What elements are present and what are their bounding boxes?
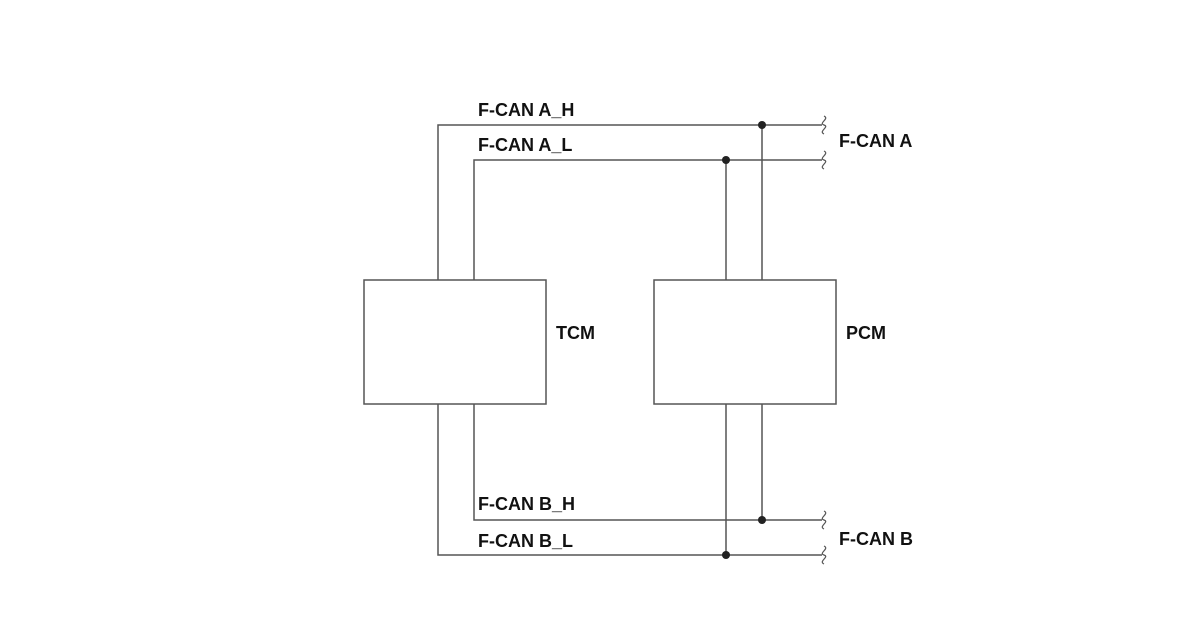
junction-dot-b-l	[722, 551, 730, 559]
label-f-can-a-l: F-CAN A_L	[478, 135, 572, 155]
label-f-can-b-l: F-CAN B_L	[478, 531, 573, 551]
label-pcm: PCM	[846, 323, 886, 343]
label-f-can-b-h: F-CAN B_H	[478, 494, 575, 514]
tcm-module-box	[363, 279, 547, 405]
wire-f-can-b-h	[473, 404, 822, 521]
label-f-can-b-bus: F-CAN B	[839, 529, 913, 549]
junction-dot-a-h	[758, 121, 766, 129]
label-f-can-a-h: F-CAN A_H	[478, 100, 574, 120]
junction-dot-b-h	[758, 516, 766, 524]
junction-dot-a-l	[722, 156, 730, 164]
wire-f-can-a-h	[437, 124, 822, 280]
label-tcm: TCM	[556, 323, 595, 343]
wire-f-can-b-l	[437, 404, 822, 556]
break-mark-a-l	[821, 150, 827, 170]
wire-f-can-a-l	[473, 159, 822, 280]
label-f-can-a-bus: F-CAN A	[839, 131, 912, 151]
break-mark-b-l	[821, 545, 827, 565]
break-mark-a-h	[821, 115, 827, 135]
pcm-module-box	[653, 279, 837, 405]
break-mark-b-h	[821, 510, 827, 530]
